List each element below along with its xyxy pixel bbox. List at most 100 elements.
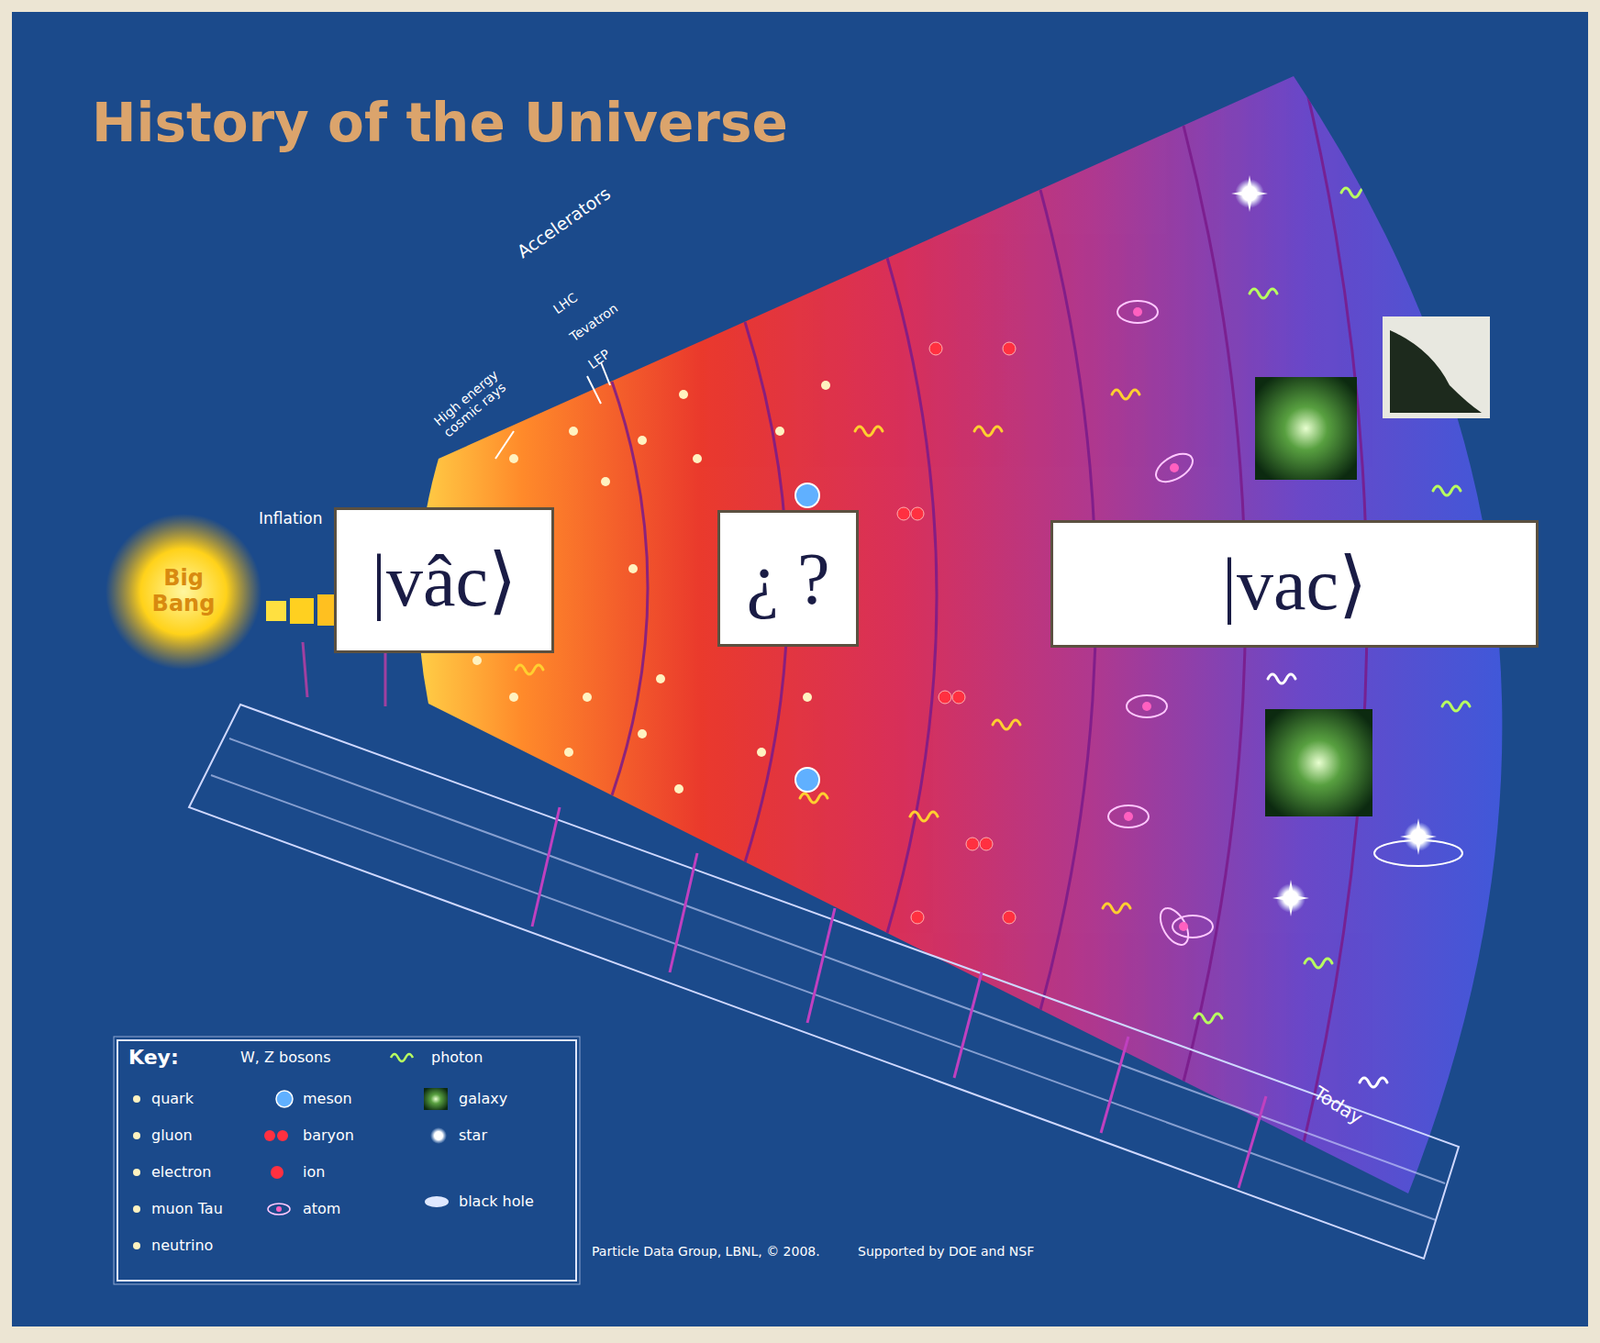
legend-entry: black hole [458, 1192, 534, 1211]
state-label: ¿ ? [745, 538, 830, 620]
illustration-circle [637, 435, 647, 445]
illustration-circle [674, 784, 684, 794]
legend-symbol [423, 1088, 448, 1111]
illustration-use [855, 426, 883, 436]
illustration-circle [564, 747, 574, 757]
illustration-path [887, 257, 937, 934]
illustration-path [1389, 330, 1482, 413]
illustration-ellipse [1374, 840, 1463, 867]
illustration-use [1400, 818, 1437, 856]
illustration-use [974, 426, 1002, 436]
illustration-rect [1382, 316, 1490, 419]
annotation-label: Key: [128, 1045, 179, 1069]
illustration-ellipse [1155, 903, 1195, 950]
legend-entry: meson [302, 1089, 353, 1108]
illustration-rect [1255, 377, 1357, 480]
illustration-use [1442, 701, 1470, 712]
illustration-circle [952, 690, 966, 704]
illustration-use [515, 665, 544, 675]
legend-entry: muon Tau [151, 1200, 223, 1218]
illustration-g [515, 389, 1140, 913]
annotation-label: Particle Data Group, LBNL, © 2008. [591, 1244, 821, 1259]
illustration-use [1272, 879, 1310, 917]
illustration-circle [929, 342, 943, 356]
legend-frame [113, 1036, 580, 1285]
illustration-line [587, 376, 601, 404]
illustration-ellipse [1151, 448, 1198, 489]
legend-symbol [430, 1127, 447, 1145]
legend-symbol [133, 1095, 141, 1103]
annotation-label: Inflation [258, 510, 323, 529]
illustration-line [302, 642, 308, 698]
illustration-circle [897, 507, 911, 521]
legend-entry: atom [302, 1200, 341, 1218]
illustration-path [611, 381, 648, 796]
illustration-circle [1178, 922, 1189, 932]
illustration-circle [911, 911, 924, 924]
illustration-circle [756, 747, 767, 757]
legend-entry: W, Z bosons [240, 1048, 332, 1067]
illustration-use [1231, 175, 1268, 212]
legend-entry: star [458, 1126, 488, 1145]
illustration-line [669, 853, 698, 973]
legend-symbol [133, 1168, 141, 1177]
illustration-circle [775, 426, 785, 436]
accelerator-ticks [495, 362, 611, 459]
illustration-circle [655, 674, 666, 684]
illustration-circle [1133, 307, 1143, 317]
legend-entry: electron [151, 1163, 212, 1181]
illustration-use [1249, 288, 1278, 299]
illustration-circle [1142, 701, 1152, 712]
state-box: |vac⟩ [1050, 520, 1539, 648]
annotation-label: Supported by DOE and NSF [857, 1244, 1034, 1259]
legend-symbol [267, 1203, 290, 1215]
illustration-circle [795, 767, 820, 792]
illustration-circle [678, 389, 689, 400]
illustration-circle [1123, 811, 1134, 822]
illustration-rect [289, 598, 314, 624]
illustration-circle [472, 655, 482, 666]
illustration-circle [628, 564, 638, 574]
illustration-line [807, 908, 835, 1023]
illustration-circle [637, 729, 647, 739]
illustration-use [910, 811, 938, 822]
illustration-rect [1265, 709, 1373, 817]
state-label: |vac⟩ [1222, 544, 1367, 625]
illustration-line [532, 807, 560, 927]
illustration-use [1433, 486, 1461, 496]
illustration-use [800, 793, 828, 803]
illustration-line [1100, 1036, 1129, 1134]
illustration-circle [802, 692, 812, 702]
illustration-circle [600, 477, 611, 487]
illustration-circle [821, 380, 831, 390]
illustration-use [1304, 958, 1333, 968]
illustration-g [897, 342, 1016, 924]
illustration-rect [266, 600, 287, 622]
illustration-circle [795, 483, 820, 508]
illustration-line [1238, 1096, 1267, 1189]
legend-entry: baryon [302, 1126, 355, 1145]
illustration-circle [1002, 911, 1016, 924]
illustration-rect [113, 1036, 580, 1285]
legend-entry: galaxy [458, 1089, 508, 1108]
legend-symbol [133, 1132, 141, 1140]
illustration-line [229, 738, 1445, 1184]
illustration-circle [692, 454, 702, 464]
illustration-circle [1169, 463, 1179, 473]
illustration-circle [1002, 342, 1016, 356]
illustration-use [1194, 1013, 1223, 1023]
illustration-circle [966, 837, 979, 851]
illustration-circle [582, 692, 592, 702]
illustration-line [211, 775, 1436, 1221]
legend-symbol [424, 1196, 449, 1208]
illustration-line [954, 972, 982, 1078]
illustration-ellipse [1108, 805, 1149, 828]
illustration-circle [105, 513, 262, 670]
legend-entry: neutrino [151, 1236, 213, 1255]
legend-symbol [276, 1090, 293, 1108]
illustration-rect [317, 594, 336, 626]
illustration-g [611, 73, 1367, 1147]
illustration-use [1341, 188, 1369, 198]
illustration-ellipse [1172, 915, 1213, 938]
state-box: |vâc⟩ [333, 507, 555, 654]
